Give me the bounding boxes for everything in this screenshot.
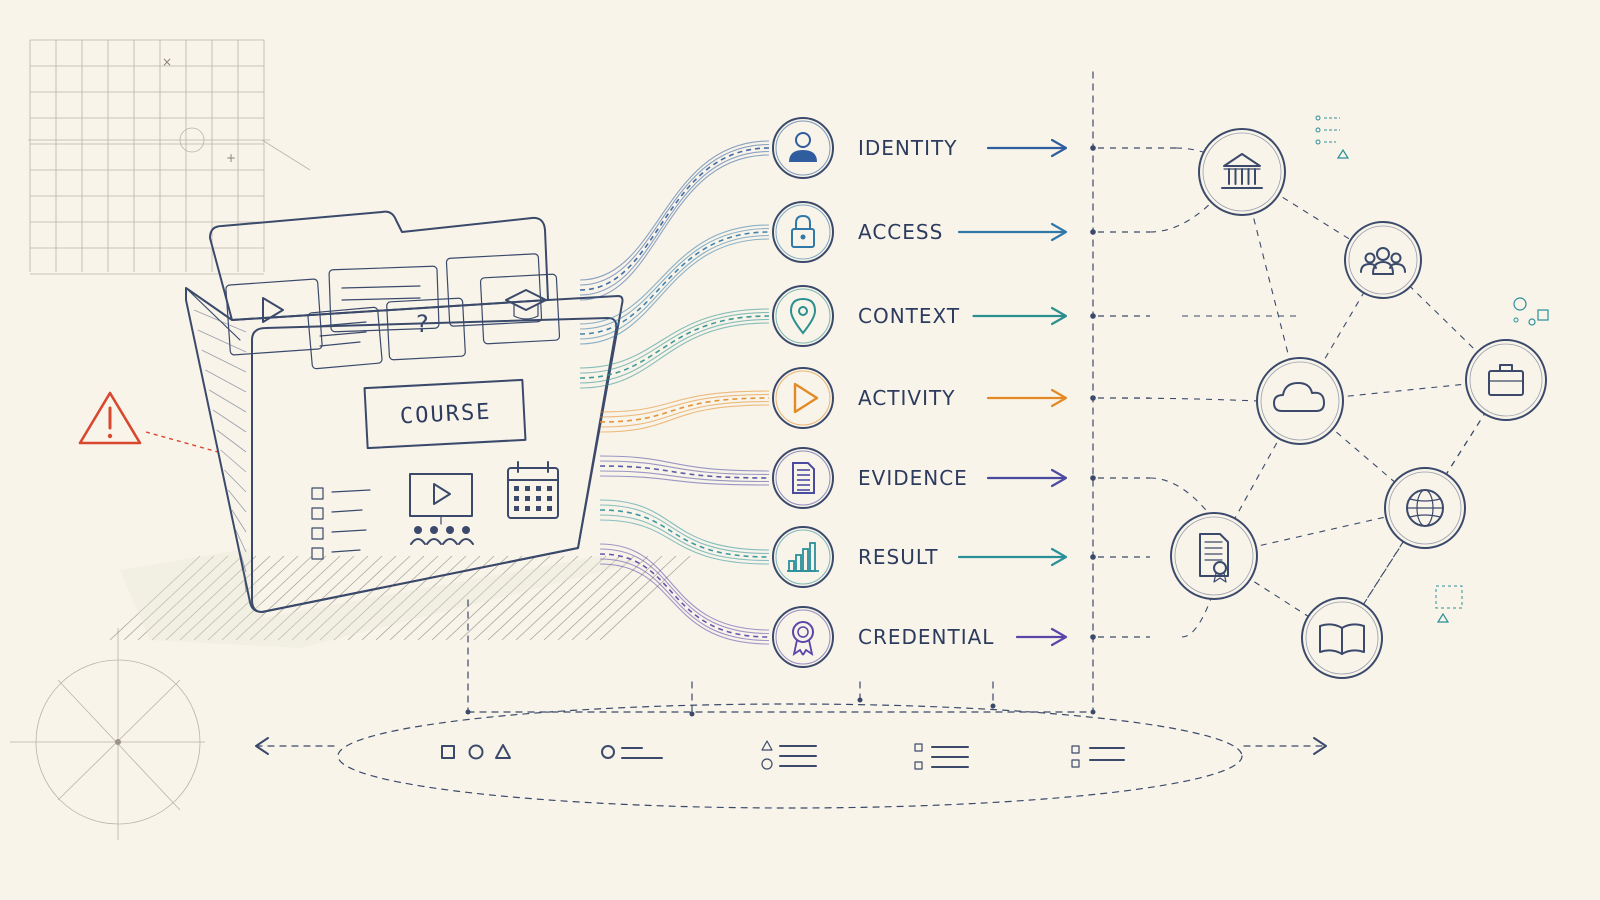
network-node-certificate [1170,512,1258,600]
warning-icon [78,391,219,453]
award-ribbon-icon [792,621,814,656]
play-icon [793,382,819,414]
course-label: COURSE [363,378,527,450]
svg-text:COURSE: COURSE [399,400,492,430]
video-card-icon [262,297,284,323]
compact-list-glyph-icon [1071,745,1125,768]
certificate-icon [1199,533,1229,583]
person-icon [789,132,817,162]
flow-row-identity: IDENTITY [772,117,1176,179]
flow-label-context: CONTEXT [858,304,960,328]
network-node-globe [1384,467,1466,549]
flow-row-credential: CREDENTIAL [772,606,1150,668]
timeline [255,599,1327,809]
flow-list: IDENTITY ACCESS CONTEXT ACTIVITY EVIDENCE RES… [772,117,1176,668]
cloud-icon [1273,382,1325,412]
course-folder: ? COURSE [185,210,624,613]
book-icon [1319,623,1365,655]
flow-node-access [772,201,834,263]
network-node-group [1344,221,1422,299]
briefcase-icon [1488,364,1524,396]
flow-label-activity: ACTIVITY [858,386,955,410]
blueprint-grid: × + [28,39,311,275]
circle-list-glyph-icon [601,745,663,759]
flow-row-activity: ACTIVITY [772,367,1150,429]
flow-label-result: RESULT [858,545,938,569]
folder-cards: ? [225,253,561,370]
checkbox-list-glyph-icon [914,743,969,770]
lock-icon [791,214,815,248]
flow-row-context: CONTEXT [772,285,1150,347]
network-node-cloud [1256,357,1344,445]
network-node-book [1301,597,1383,679]
shape-list-glyph-icon [761,740,817,770]
calendar-icon [507,461,559,519]
flow-row-result: RESULT [772,526,1150,588]
flow-row-evidence: EVIDENCE [772,447,1150,509]
network-node-briefcase [1465,339,1547,421]
flow-node-evidence [772,447,834,509]
flow-label-credential: CREDENTIAL [858,625,994,649]
decor-marks [1315,115,1549,623]
flow-label-evidence: EVIDENCE [858,466,968,490]
flow-label-identity: IDENTITY [858,136,957,160]
svg-text:+: + [226,151,236,165]
checklist-icon [311,487,371,560]
folder-shadow [109,548,691,648]
globe-icon [1406,489,1444,527]
svg-text:×: × [162,55,172,69]
location-pin-icon [789,297,817,335]
flow-label-access: ACCESS [858,220,943,244]
network-nodes [1170,128,1547,679]
institution-icon [1221,153,1263,189]
flow-ribbons [579,140,770,645]
bar-chart-icon [787,542,819,572]
network-node-institution [1198,128,1286,216]
group-icon [1360,247,1406,275]
flow-node-activity [772,367,834,429]
construction-sketch [10,628,205,840]
presentation-icon [409,473,474,545]
document-icon [792,462,815,494]
shapes-glyph-icon [441,744,511,760]
flow-row-access: ACCESS [772,201,1150,263]
